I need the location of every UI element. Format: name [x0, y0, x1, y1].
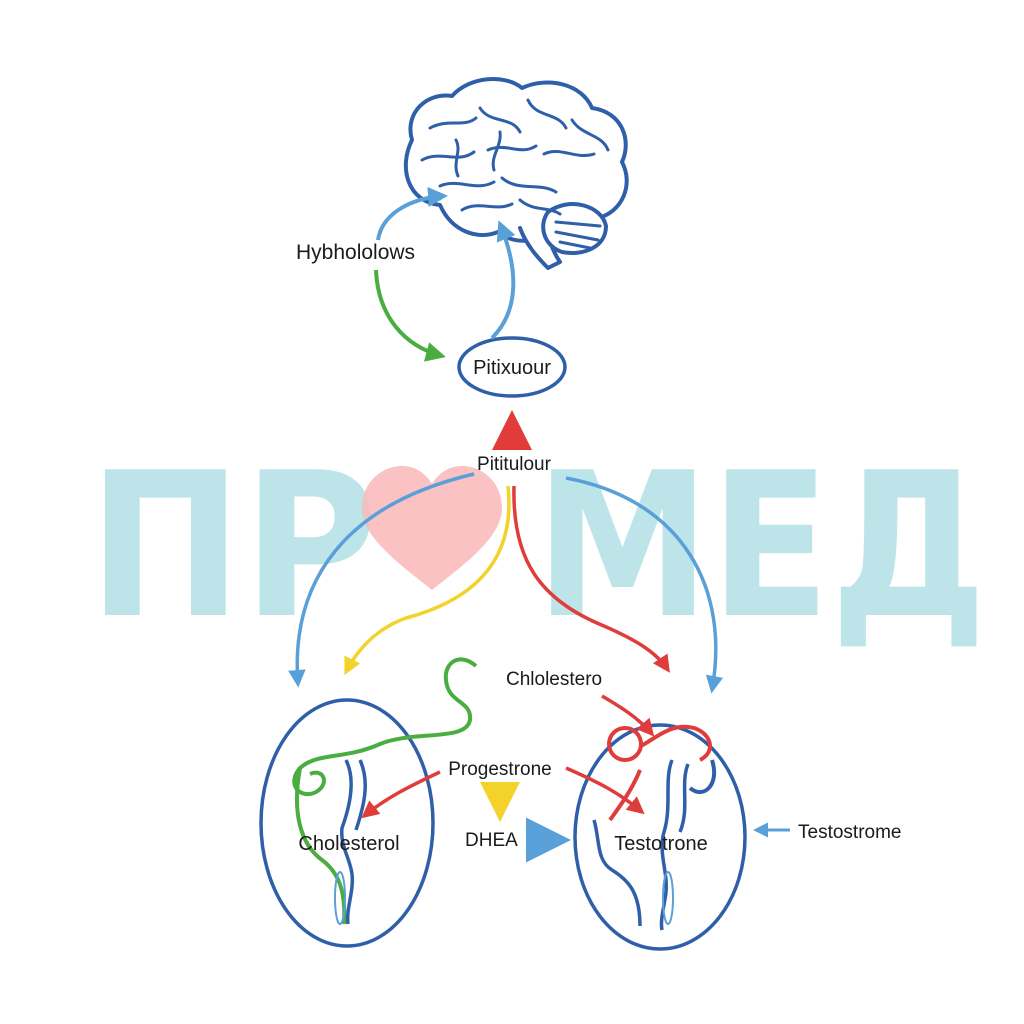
label-dhea: DHEA [465, 830, 518, 851]
label-cholesterol-top: Chlolestero [506, 669, 602, 690]
label-progesterone: Progestrone [448, 759, 552, 780]
arrow-cholesterol-to-right-gland [601, 694, 655, 737]
brain-icon [403, 77, 629, 270]
arrow-progesterone-to-right-gland [565, 766, 645, 815]
label-testosterone-right: Testotrone [614, 833, 707, 855]
label-testosterone-outer: Testostrome [798, 822, 901, 843]
promed-watermark: ПР МЕД [88, 430, 987, 663]
left-gland [259, 657, 478, 948]
watermark-left-text: ПР [88, 430, 378, 663]
arrow-pituitary-to-brain [490, 220, 516, 340]
arrow-hypothalamus-to-pituitary [374, 269, 446, 362]
pituitary-gland-node [457, 336, 567, 398]
label-hypothalamus: Hybhololows [296, 241, 415, 264]
arrow-pituitary-to-right-gland-red [512, 485, 670, 673]
arrow-pituitary-to-left-gland-blue [288, 472, 475, 688]
arrow-hypothalamus-to-brain [376, 186, 448, 241]
heart-icon [362, 466, 502, 590]
label-pituitary-hormone: Pititulour [477, 454, 552, 475]
right-gland [573, 723, 747, 951]
arrow-pituitary-to-left-gland-yellow [344, 485, 511, 676]
arrow-pituitary-to-right-gland-blue [565, 476, 724, 694]
watermark-right-text: МЕД [535, 430, 987, 663]
arrow-progesterone-to-left-gland [361, 770, 441, 819]
label-cholesterol-left: Cholesterol [298, 833, 399, 855]
label-pituitary-gland: Pitixuour [473, 357, 551, 379]
